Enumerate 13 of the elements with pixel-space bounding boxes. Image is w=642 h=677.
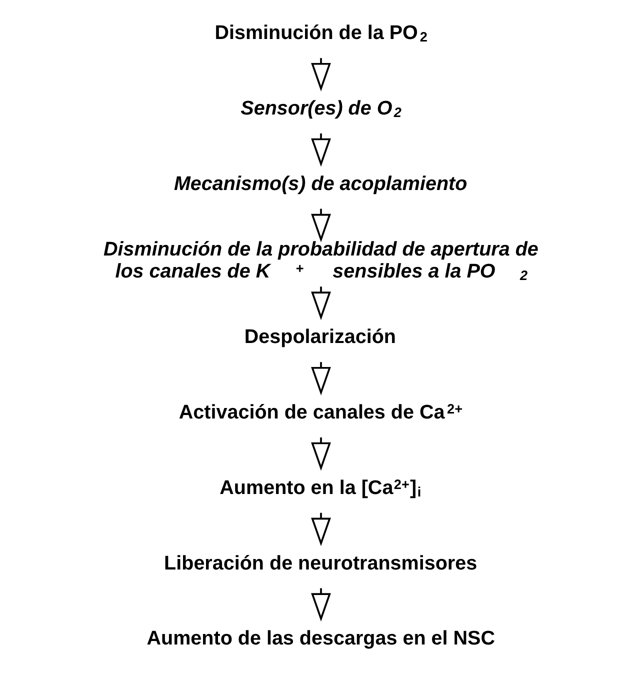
- arrow: [311, 133, 331, 167]
- node-text: Sensor(es) de O2: [240, 98, 402, 120]
- arrow: [311, 58, 331, 92]
- node-text: Liberación de neurotransmisores: [164, 552, 478, 574]
- arrow: [311, 208, 331, 242]
- node-text: Despolarización: [244, 326, 396, 348]
- node-text: Mecanismo(s) de acoplamiento: [174, 172, 468, 195]
- arrow: [311, 437, 331, 471]
- node-text: Aumento de las descargas en el NSC: [146, 628, 495, 650]
- arrow: [311, 286, 331, 320]
- node-text: Disminución de la PO2: [214, 22, 428, 45]
- arrow: [311, 362, 331, 396]
- arrow: [311, 588, 331, 622]
